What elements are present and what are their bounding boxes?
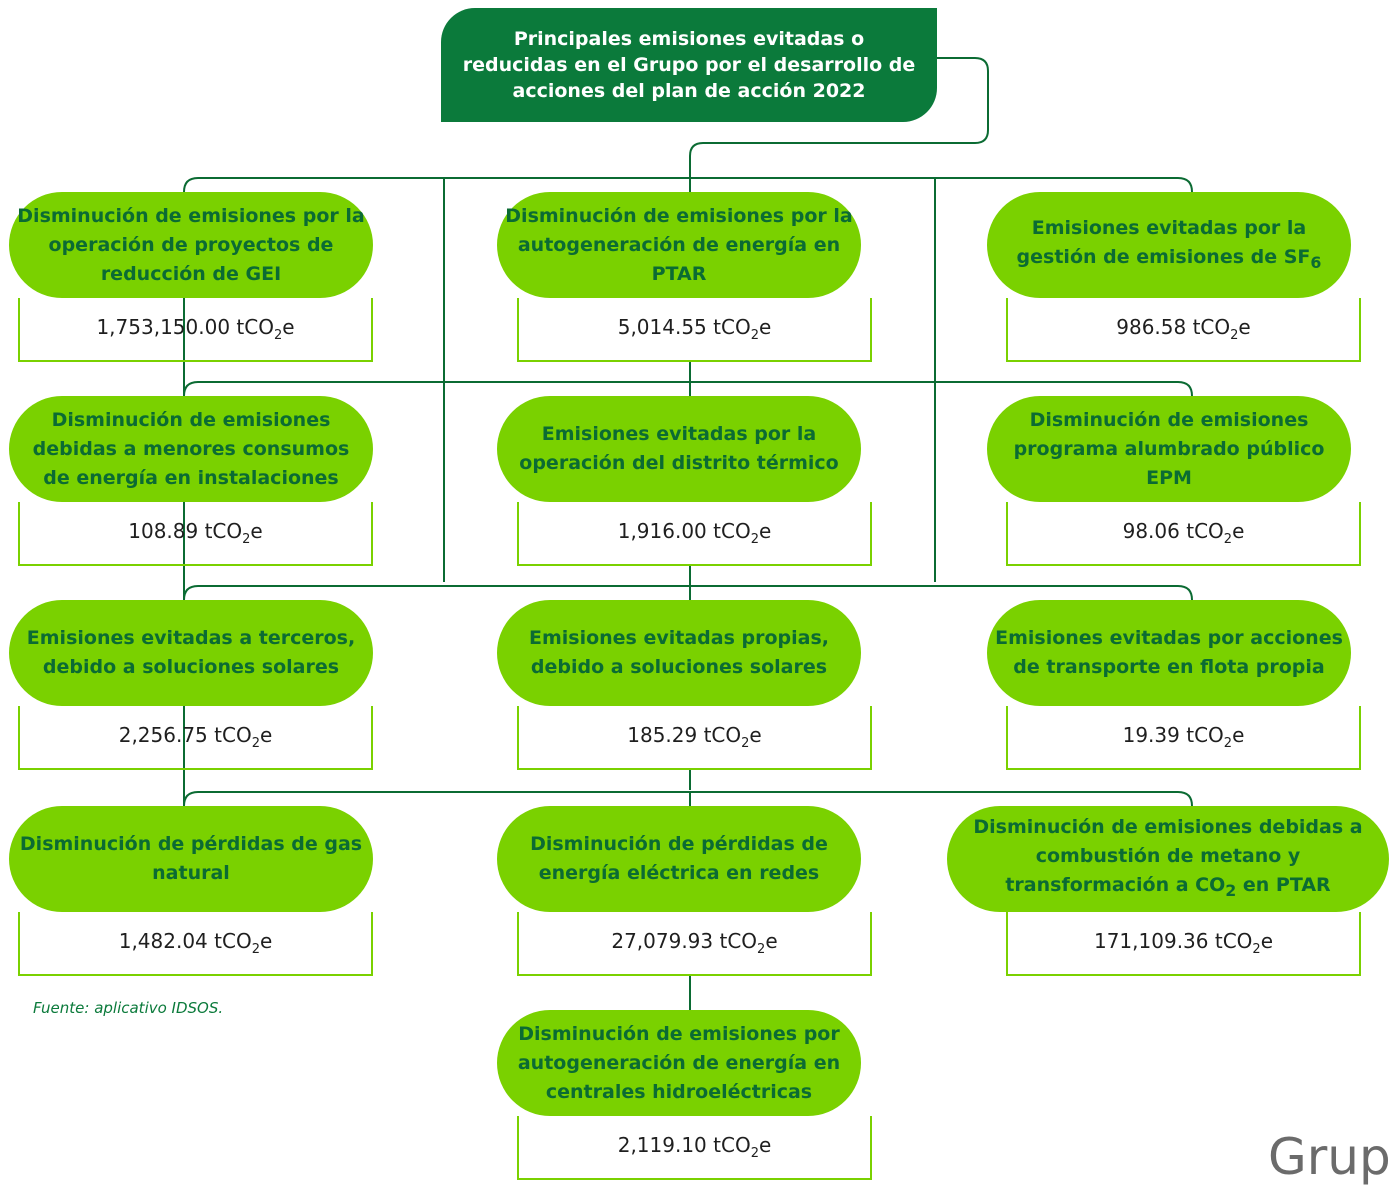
category-pill: Disminución de emisiones por autogenerac… — [497, 1010, 861, 1116]
category-pill: Disminución de pérdidas de gas natural — [9, 806, 373, 912]
category-label: Disminución de pérdidas de gas natural — [19, 833, 363, 884]
emission-value-box: 27,079.93 tCO2e — [517, 912, 872, 976]
emission-value-box: 108.89 tCO2e — [18, 502, 373, 566]
emission-value: 2,256.75 tCO2e — [118, 723, 273, 751]
category-label: Disminución de emisiones programa alumbr… — [1013, 408, 1325, 489]
emission-value: 185.29 tCO2e — [627, 723, 762, 751]
connector-line — [689, 57, 989, 192]
category-label: Emisiones evitadas por acciones de trans… — [995, 627, 1343, 678]
category-label: Emisiones evitadas a terceros, debido a … — [26, 627, 356, 678]
emission-value-box: 1,482.04 tCO2e — [18, 912, 373, 976]
category-label: Emisiones evitadas propias, debido a sol… — [528, 627, 830, 678]
emission-value-box: 98.06 tCO2e — [1006, 502, 1361, 566]
category-pill: Disminución de emisiones por la operació… — [9, 192, 373, 298]
emission-value: 171,109.36 tCO2e — [1093, 929, 1273, 957]
category-pill: Emisiones evitadas por la gestión de emi… — [987, 192, 1351, 298]
category-pill: Emisiones evitadas a terceros, debido a … — [9, 600, 373, 706]
emission-value-box: 185.29 tCO2e — [517, 706, 872, 770]
connector-line — [183, 177, 1193, 193]
category-pill: Disminución de emisiones programa alumbr… — [987, 396, 1351, 502]
emission-value-box: 986.58 tCO2e — [1006, 298, 1361, 362]
emission-value-box: 2,119.10 tCO2e — [517, 1116, 872, 1180]
emission-value-box: 2,256.75 tCO2e — [18, 706, 373, 770]
category-label: Disminución de emisiones debidas a menor… — [32, 408, 350, 489]
diagram-title: Principales emisiones evitadas o reducid… — [441, 8, 937, 122]
category-pill: Emisiones evitadas por acciones de trans… — [987, 600, 1351, 706]
category-label: Disminución de emisiones por la operació… — [17, 204, 365, 285]
grupo-epm-logo: Grup — [1268, 1128, 1389, 1186]
emission-value: 27,079.93 tCO2e — [611, 929, 778, 957]
category-pill: Disminución de emisiones debidas a menor… — [9, 396, 373, 502]
category-label: Emisiones evitadas por la gestión de emi… — [1016, 216, 1322, 272]
emission-value: 1,916.00 tCO2e — [617, 519, 772, 547]
emission-value: 98.06 tCO2e — [1122, 519, 1245, 547]
category-pill: Emisiones evitadas propias, debido a sol… — [497, 600, 861, 706]
category-label: Emisiones evitadas por la operación del … — [519, 423, 839, 474]
emission-value-box: 19.39 tCO2e — [1006, 706, 1361, 770]
category-label: Disminución de emisiones por la autogene… — [505, 204, 853, 285]
emission-value: 5,014.55 tCO2e — [617, 315, 772, 343]
emission-value: 986.58 tCO2e — [1116, 315, 1251, 343]
emission-value-box: 1,753,150.00 tCO2e — [18, 298, 373, 362]
emission-value: 1,753,150.00 tCO2e — [96, 315, 295, 343]
connector-line — [183, 192, 1193, 807]
emission-value-box: 5,014.55 tCO2e — [517, 298, 872, 362]
emission-value: 19.39 tCO2e — [1122, 723, 1245, 751]
emission-value: 2,119.10 tCO2e — [617, 1133, 772, 1161]
category-pill: Disminución de emisiones debidas a combu… — [947, 806, 1389, 912]
emission-value: 1,482.04 tCO2e — [118, 929, 273, 957]
category-label: Disminución de pérdidas de energía eléct… — [530, 833, 828, 884]
category-pill: Disminución de pérdidas de energía eléct… — [497, 806, 861, 912]
category-pill: Disminución de emisiones por la autogene… — [497, 192, 861, 298]
emission-value-box: 1,916.00 tCO2e — [517, 502, 872, 566]
category-label: Disminución de emisiones por autogenerac… — [517, 1022, 841, 1103]
emission-value-box: 171,109.36 tCO2e — [1006, 912, 1361, 976]
source-note: Fuente: aplicativo IDSOS. — [33, 999, 224, 1017]
emission-value: 108.89 tCO2e — [128, 519, 263, 547]
category-label: Disminución de emisiones debidas a combu… — [973, 816, 1363, 900]
category-pill: Emisiones evitadas por la operación del … — [497, 396, 861, 502]
